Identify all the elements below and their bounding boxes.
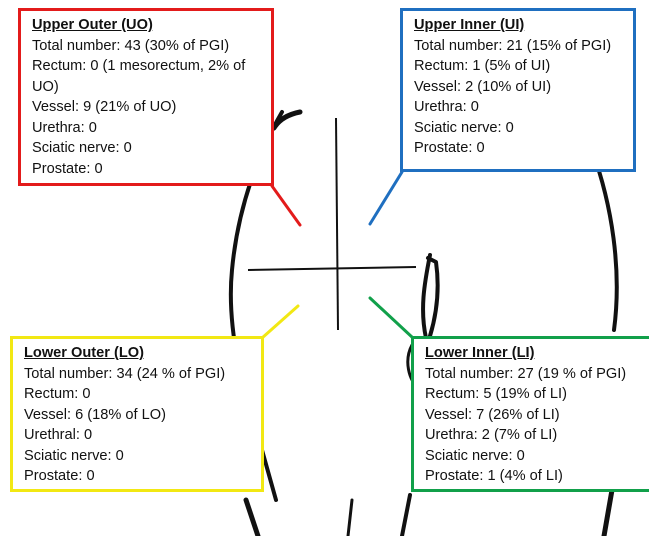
lower-inner-line: Total number: 27 (19 % of PGI) [425, 365, 627, 382]
uo-leader-line [270, 184, 302, 227]
upper-outer-line: Vessel: 9 (21% of UO) [32, 99, 177, 115]
ui-leader-line [368, 170, 404, 226]
lower-inner-box: Lower Inner (LI) Total number: 27 (19 % … [411, 336, 649, 492]
vertical-axis-line [335, 117, 339, 331]
upper-outer-line: Rectum: 0 (1 mesorectum, 2% of [32, 58, 246, 74]
horizontal-axis-line [247, 266, 417, 271]
upper-outer-title: Upper Outer (UO) [32, 17, 153, 33]
upper-inner-line: Sciatic nerve: 0 [414, 119, 514, 136]
lower-outer-title: Lower Outer (LO) [24, 345, 144, 361]
upper-inner-line: Urethra: 0 [414, 99, 479, 115]
upper-outer-line: Sciatic nerve: 0 [32, 140, 132, 156]
li-leader-line [368, 296, 415, 340]
center-lower-stroke-right [400, 493, 412, 536]
upper-inner-line: Rectum: 1 (5% of UI) [414, 58, 551, 74]
lower-inner-line: Sciatic nerve: 0 [425, 447, 525, 464]
right-body-contour [590, 148, 619, 332]
upper-inner-line: Total number: 21 (15% of PGI) [414, 37, 612, 54]
lower-inner-line: Prostate: 1 (4% of LI) [425, 468, 563, 484]
lower-inner-line: Urethra: 2 (7% of LI) [425, 427, 558, 443]
left-lower-contour [243, 497, 261, 536]
top-contour [271, 109, 303, 131]
lower-outer-box: Lower Outer (LO) Total number: 34 (24 % … [10, 336, 264, 492]
upper-inner-line: Prostate: 0 [414, 140, 485, 156]
upper-inner-line: Vessel: 2 (10% of UI) [414, 78, 552, 95]
lower-outer-line: Sciatic nerve: 0 [24, 447, 124, 464]
upper-outer-line: Prostate: 0 [32, 160, 103, 177]
lower-outer-line: Total number: 34 (24 % of PGI) [24, 365, 226, 382]
upper-outer-line: UO) [32, 78, 59, 95]
lower-inner-line: Vessel: 7 (26% of LI) [425, 406, 560, 423]
upper-outer-line: Urethra: 0 [32, 119, 97, 136]
lo-leader-line [260, 304, 300, 340]
lower-inner-title: Lower Inner (LI) [425, 345, 535, 361]
right-lower-contour [601, 487, 615, 536]
lower-inner-line: Rectum: 5 (19% of LI) [425, 386, 567, 402]
upper-outer-box: Upper Outer (UO) Total number: 43 (30% o… [18, 8, 274, 186]
upper-outer-line: Total number: 43 (30% of PGI) [32, 37, 230, 54]
center-lower-stroke-left [346, 498, 354, 536]
lower-outer-line: Urethral: 0 [24, 427, 93, 443]
upper-inner-box: Upper Inner (UI) Total number: 21 (15% o… [400, 8, 636, 172]
upper-inner-title: Upper Inner (UI) [414, 17, 525, 33]
inner-right-structure [421, 253, 440, 340]
lower-outer-line: Prostate: 0 [24, 468, 95, 484]
lower-outer-line: Rectum: 0 [24, 386, 91, 402]
lower-outer-line: Vessel: 6 (18% of LO) [24, 406, 166, 423]
